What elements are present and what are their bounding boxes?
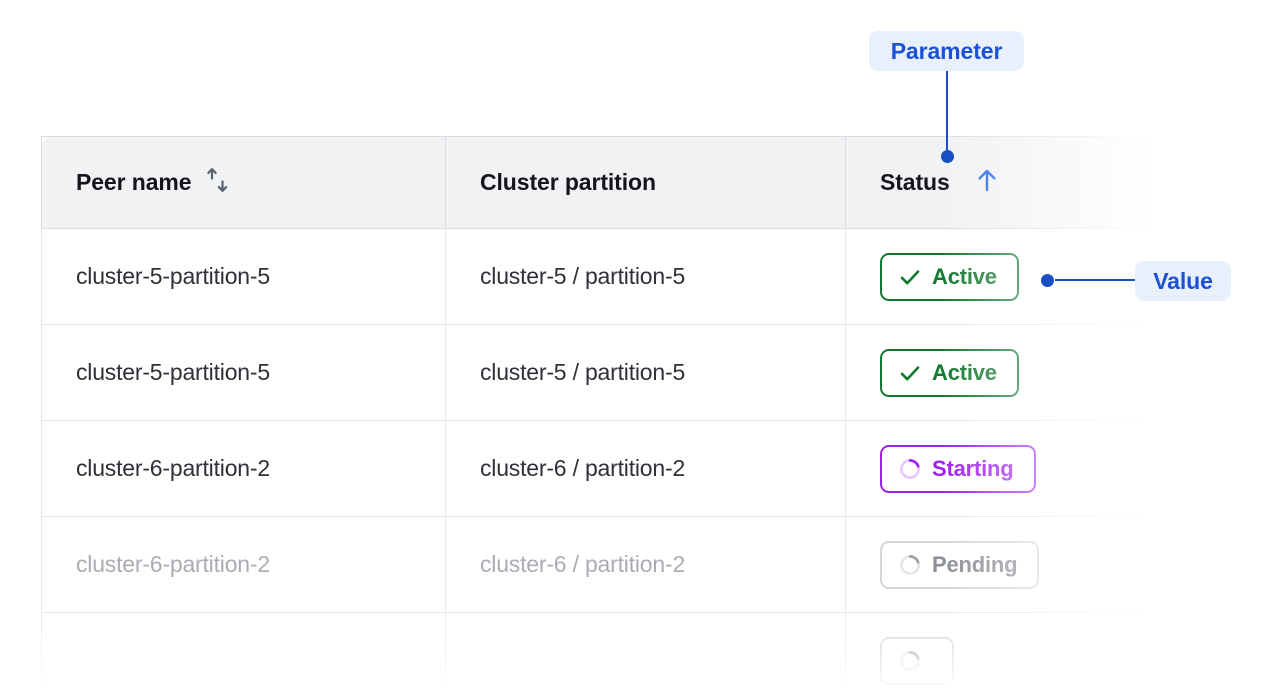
- cell-peer-name: cluster-5-partition-5: [41, 324, 446, 421]
- peers-table: Peer name Cluster partition: [41, 136, 1176, 688]
- table-row[interactable]: cluster-5-partition-5 cluster-5 / partit…: [41, 228, 1176, 325]
- status-badge: [880, 636, 954, 685]
- column-header-status[interactable]: Status: [845, 136, 1176, 229]
- cell-status: Starting: [845, 420, 1176, 517]
- status-label: Starting: [932, 455, 1014, 481]
- cell-peer-name: cluster-5-partition-5: [41, 228, 446, 325]
- spinner-icon: [898, 553, 922, 577]
- status-label: Active: [932, 263, 997, 289]
- table-row[interactable]: cluster-6-partition-2 cluster-6 / partit…: [41, 516, 1176, 613]
- table-row[interactable]: [41, 612, 1176, 688]
- annotation-value-line: [1055, 279, 1135, 281]
- cell-cluster-partition: [445, 612, 846, 688]
- column-header-cluster-partition[interactable]: Cluster partition: [445, 136, 846, 229]
- annotation-parameter-dot: [941, 150, 954, 163]
- status-label: Active: [932, 359, 997, 385]
- spinner-icon: [898, 457, 922, 481]
- cell-peer-name: cluster-6-partition-2: [41, 420, 446, 517]
- table-clip: Peer name Cluster partition: [41, 136, 1176, 688]
- cell-cluster-partition: cluster-6 / partition-2: [445, 420, 846, 517]
- status-badge: Active: [880, 348, 1019, 397]
- column-header-peer-name[interactable]: Peer name: [41, 136, 446, 229]
- annotation-parameter-line: [946, 71, 948, 156]
- status-badge: Starting: [880, 444, 1036, 493]
- cell-status: Active: [845, 228, 1176, 325]
- table-row[interactable]: cluster-5-partition-5 cluster-5 / partit…: [41, 324, 1176, 421]
- spinner-icon: [898, 649, 922, 673]
- column-header-label: Peer name: [76, 169, 192, 195]
- table-body: cluster-5-partition-5 cluster-5 / partit…: [41, 228, 1176, 688]
- peers-table-container: Peer name Cluster partition: [41, 136, 1176, 688]
- check-icon: [898, 361, 922, 385]
- column-header-label: Cluster partition: [480, 169, 656, 195]
- cell-cluster-partition: cluster-6 / partition-2: [445, 516, 846, 613]
- cell-peer-name: [41, 612, 446, 688]
- cell-status: [845, 612, 1176, 688]
- sort-updown-icon[interactable]: [205, 166, 231, 200]
- cell-cluster-partition: cluster-5 / partition-5: [445, 228, 846, 325]
- status-label: Pending: [932, 551, 1018, 577]
- table-header: Peer name Cluster partition: [41, 136, 1176, 229]
- status-badge: Active: [880, 252, 1019, 301]
- cell-cluster-partition: cluster-5 / partition-5: [445, 324, 846, 421]
- column-header-label: Status: [880, 169, 950, 195]
- annotation-value-badge: Value: [1135, 261, 1231, 301]
- cell-peer-name: cluster-6-partition-2: [41, 516, 446, 613]
- status-badge: Pending: [880, 540, 1040, 589]
- table-row[interactable]: cluster-6-partition-2 cluster-6 / partit…: [41, 420, 1176, 517]
- table-header-row: Peer name Cluster partition: [41, 136, 1176, 229]
- annotation-parameter-badge: Parameter: [869, 31, 1024, 71]
- sort-up-icon[interactable]: [974, 166, 1000, 200]
- annotation-value-dot: [1041, 274, 1054, 287]
- cell-status: Pending: [845, 516, 1176, 613]
- cell-status: Active: [845, 324, 1176, 421]
- check-icon: [898, 265, 922, 289]
